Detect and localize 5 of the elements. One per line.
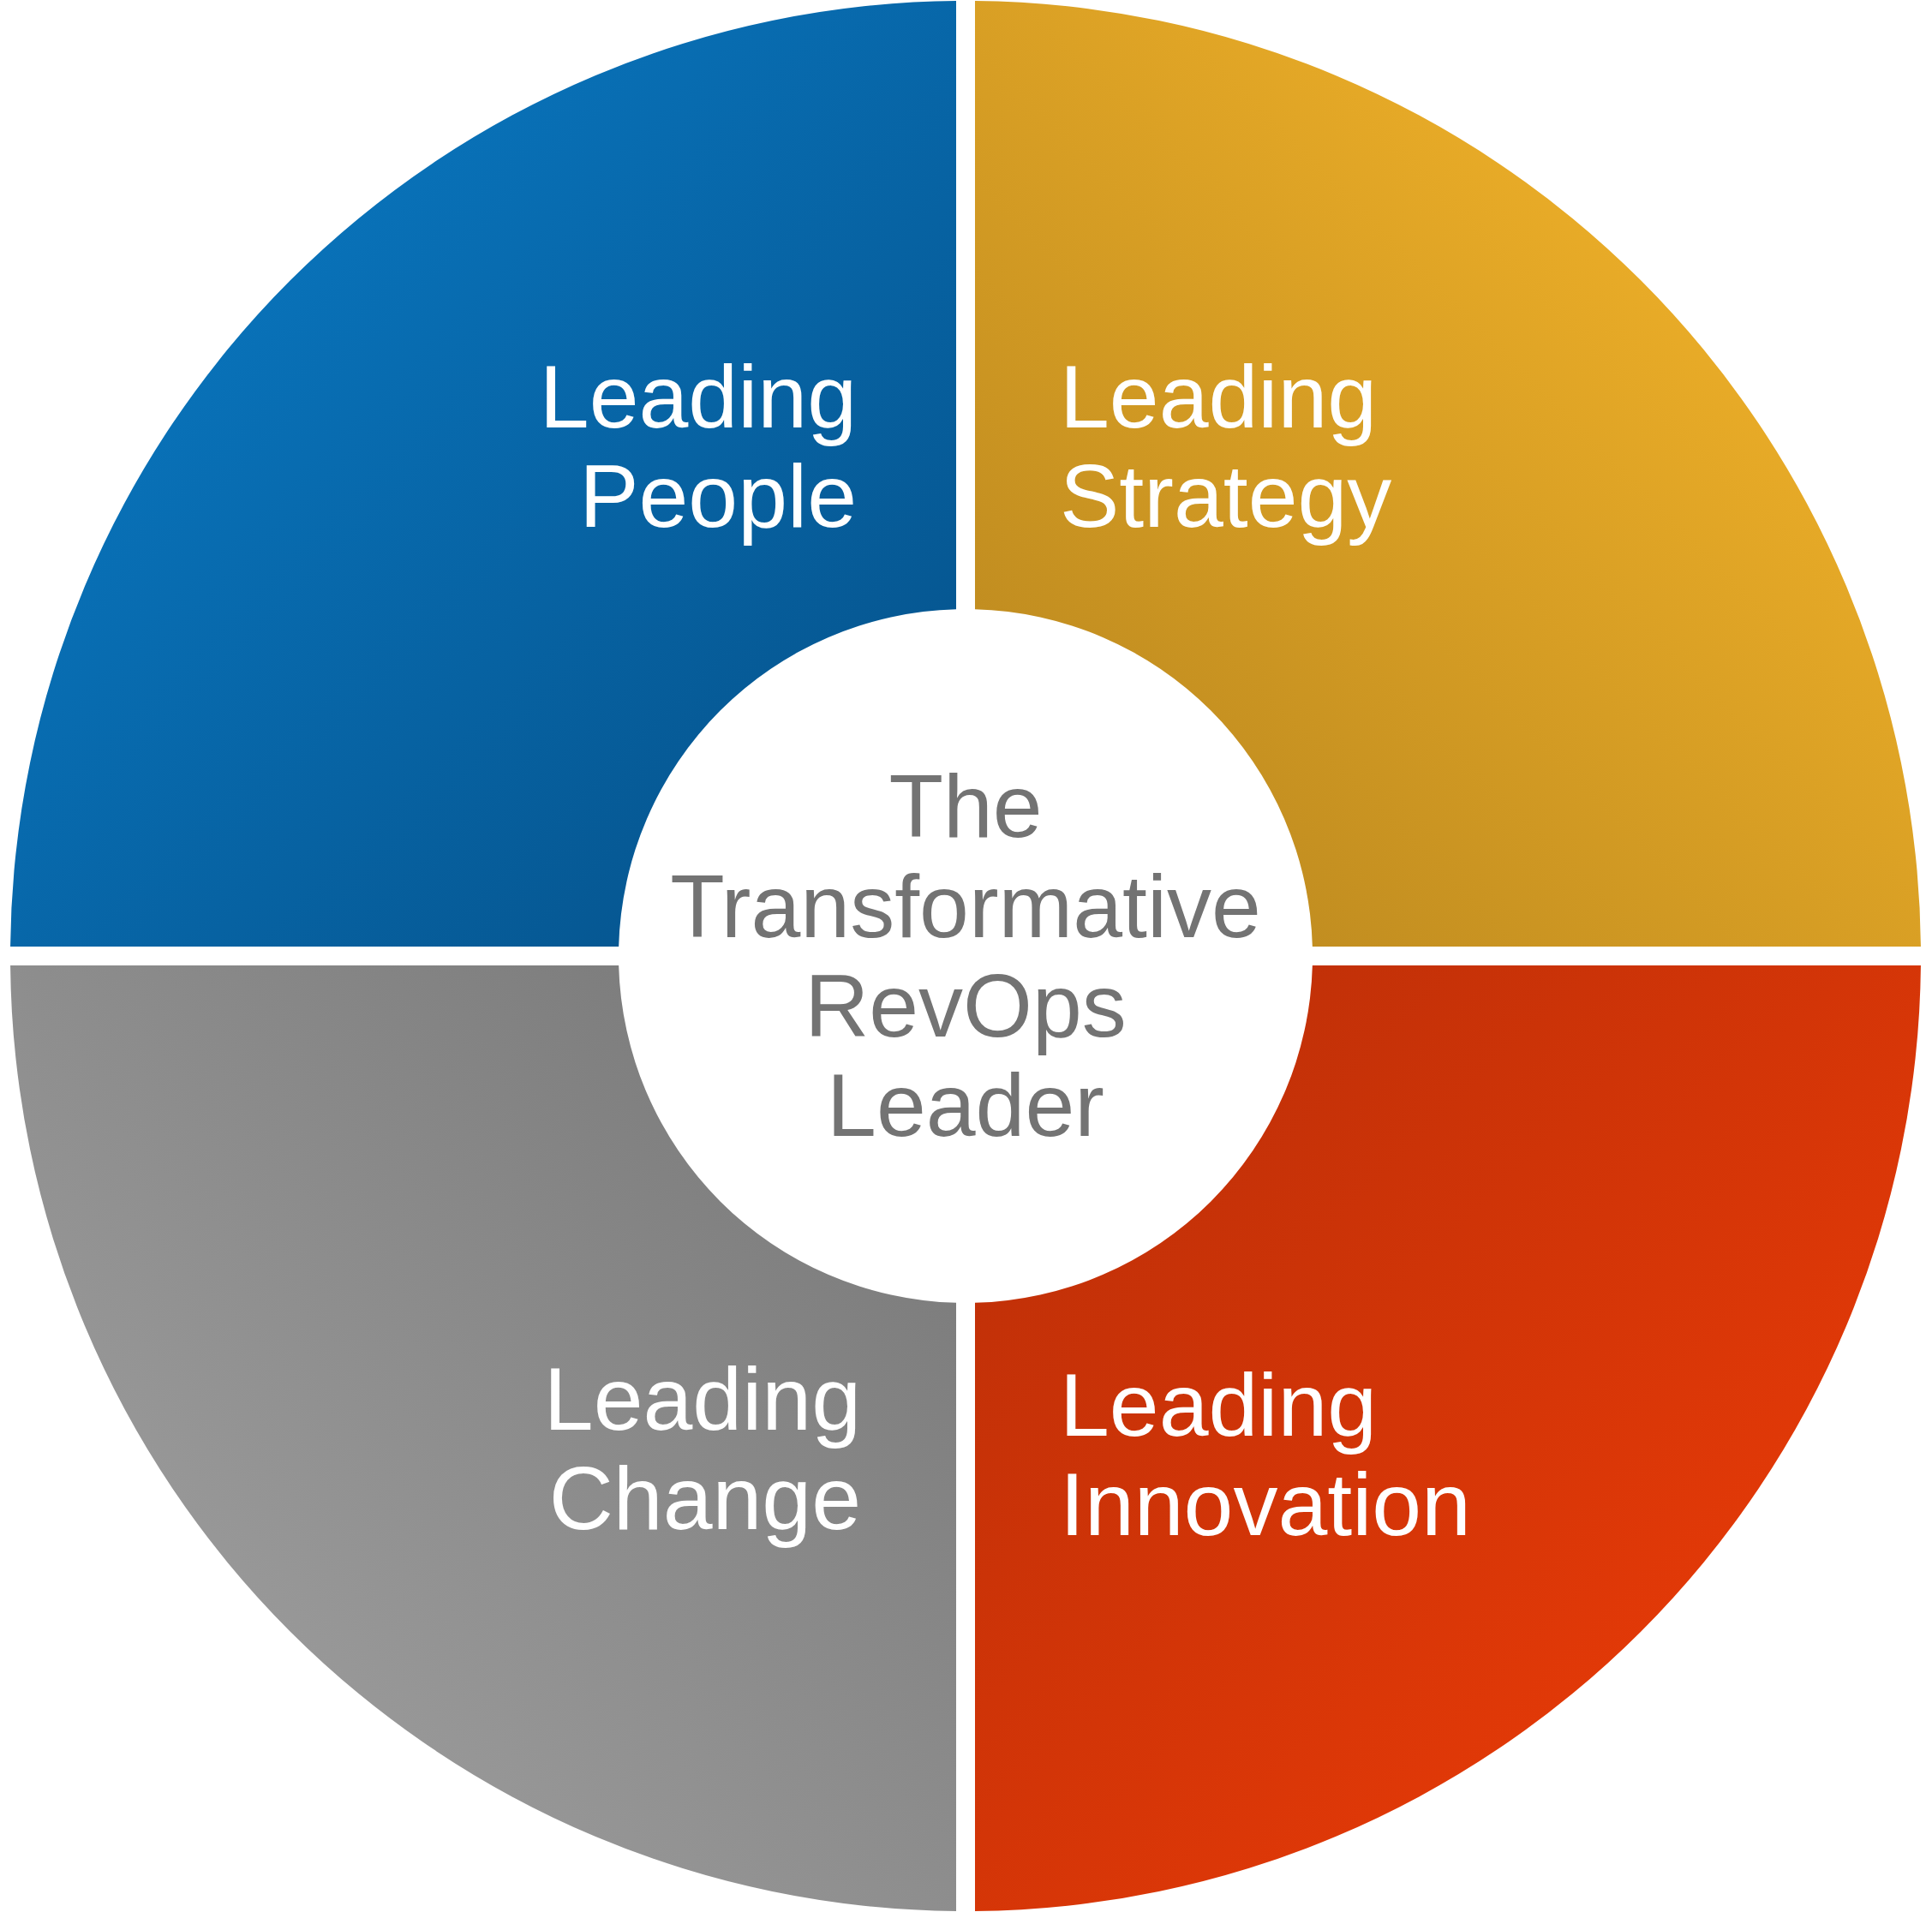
segment-label: Leading People xyxy=(538,347,857,547)
segment-label: Leading Strategy xyxy=(1060,347,1393,547)
segment-label: Leading Innovation xyxy=(1060,1355,1472,1555)
segment-label: Leading Change xyxy=(542,1349,861,1549)
center-title: The Transformative RevOps Leader xyxy=(670,756,1261,1156)
